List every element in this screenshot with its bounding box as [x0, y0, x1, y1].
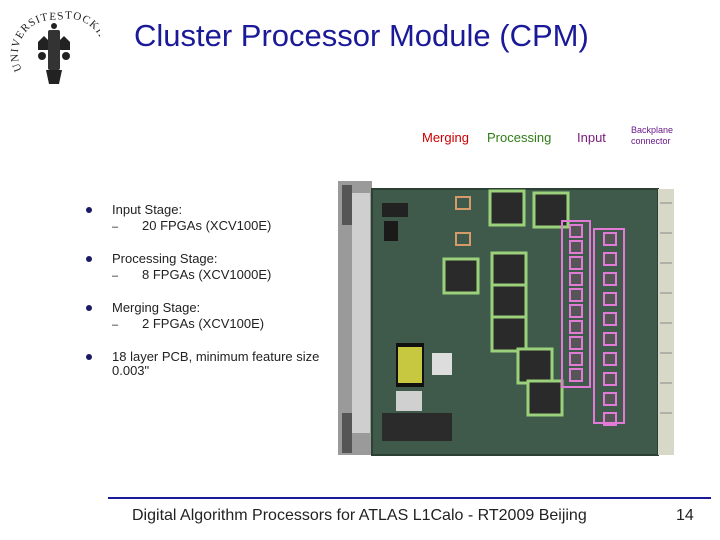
merging-fpga — [455, 196, 471, 210]
crown-seal-icon — [38, 23, 70, 84]
bullet-dot — [86, 305, 92, 311]
footer-divider — [108, 497, 711, 499]
backplane-label-line1: Backplane — [631, 125, 674, 135]
backplane-label-line2: connector — [631, 136, 671, 146]
bullet-text: Merging Stage: — [112, 300, 201, 315]
university-seal-logo: UNIVERSITET STOCKHOLMS — [8, 8, 100, 84]
bullet-sub: –2 FPGAs (XCV100E) — [112, 316, 265, 332]
page-number: 14 — [676, 507, 694, 524]
legend-backplane-connector: Backplane connector — [631, 125, 673, 147]
slide-title: Cluster Processor Module (CPM) — [134, 18, 589, 53]
legend-input: Input — [577, 130, 606, 145]
bullet-text: 18 layer PCB, minimum feature size 0.003… — [112, 349, 320, 378]
legend-processing: Processing — [487, 130, 552, 145]
bullet-text: Input Stage: — [112, 202, 183, 217]
legend-merging: Merging — [422, 130, 469, 145]
bullet-sub: –20 FPGAs (XCV100E) — [112, 218, 272, 234]
bullet-pcb-info: 18 layer PCB, minimum feature size 0.003… — [84, 350, 324, 378]
bullet-sub: –8 FPGAs (XCV1000E) — [112, 267, 272, 283]
bullet-list: Input Stage: –20 FPGAs (XCV100E) Process… — [84, 203, 324, 396]
bullet-dot — [86, 256, 92, 262]
bullet-input-stage: Input Stage: –20 FPGAs (XCV100E) — [84, 203, 324, 234]
cpm-board-photo — [338, 181, 674, 456]
bullet-processing-stage: Processing Stage: –8 FPGAs (XCV1000E) — [84, 252, 324, 283]
bullet-merging-stage: Merging Stage: –2 FPGAs (XCV100E) — [84, 301, 324, 332]
bullet-dot — [86, 354, 92, 360]
merging-fpga — [455, 232, 471, 246]
bullet-dot — [86, 207, 92, 213]
bullet-text: Processing Stage: — [112, 251, 218, 266]
slide-footer: Digital Algorithm Processors for ATLAS L… — [132, 507, 587, 524]
input-fpgas — [569, 224, 617, 426]
backplane-connector — [658, 189, 674, 455]
